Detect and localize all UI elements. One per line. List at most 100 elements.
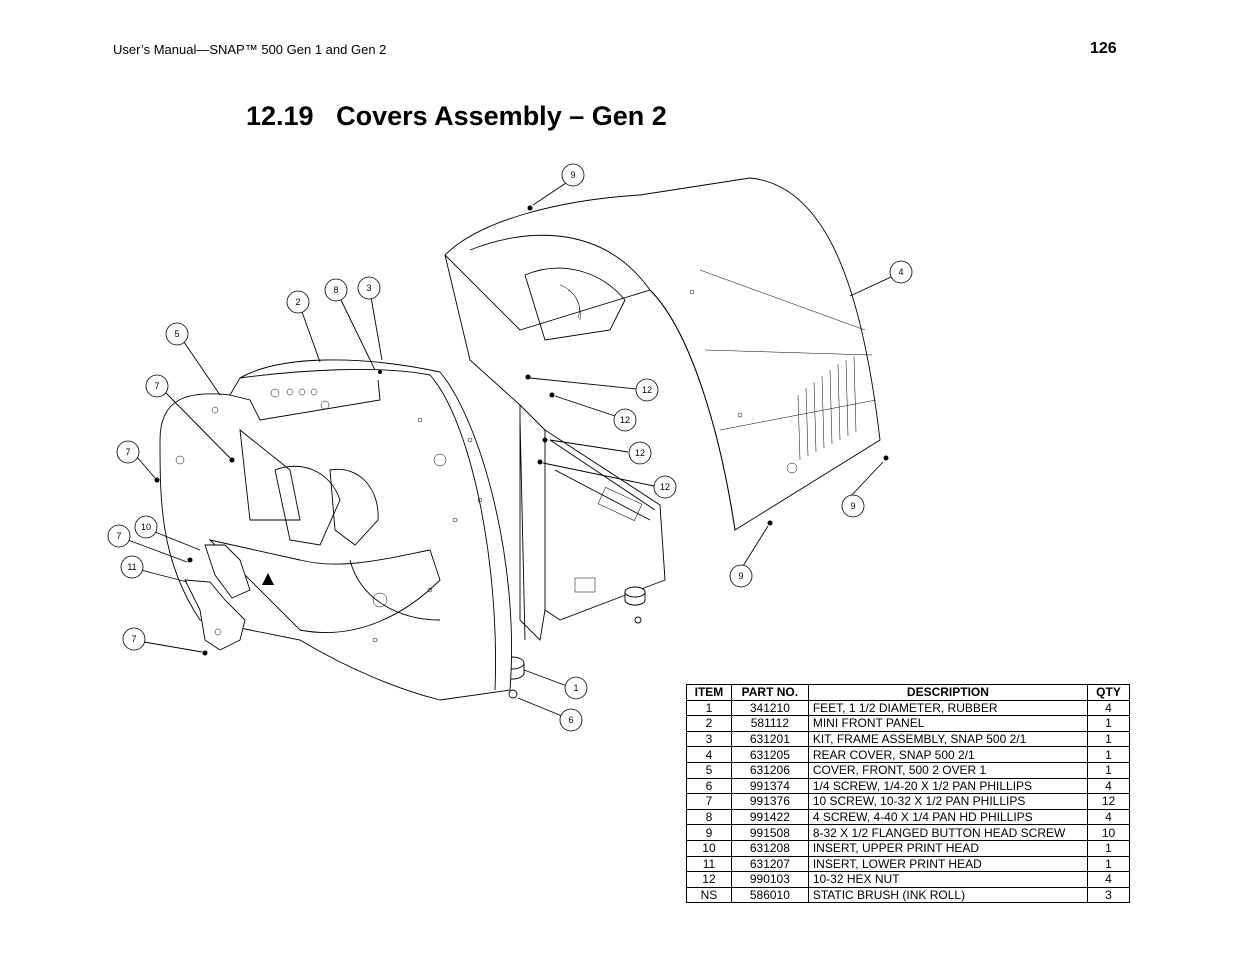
balloon-item-6: 6 [559, 708, 583, 732]
description-cell: COVER, FRONT, 500 2 OVER 1 [807, 761, 1089, 779]
description-cell: KIT, FRAME ASSEMBLY, SNAP 500 2/1 [807, 730, 1089, 748]
qty-cell: 12 [1087, 793, 1130, 810]
balloon-label: 12 [660, 482, 670, 492]
description-cell: INSERT, LOWER PRINT HEAD [807, 855, 1089, 873]
balloon-item-7: 7 [116, 440, 140, 464]
section-heading: 12.19 Covers Assembly – Gen 2 [246, 101, 667, 132]
balloon-item-12: 12 [628, 441, 652, 465]
qty-cell: 4 [1087, 871, 1130, 888]
print-head-insert-part [184, 544, 251, 651]
balloon-label: 11 [127, 562, 136, 572]
balloon-label: 7 [116, 531, 121, 541]
balloon-item-9: 9 [729, 564, 753, 588]
item-cell: 8 [686, 808, 732, 826]
column-header-part-no: PART NO. [730, 684, 809, 701]
balloon-label: 3 [366, 283, 371, 293]
balloon-item-9: 9 [841, 494, 865, 518]
balloon-label: 4 [898, 267, 903, 277]
balloon-item-9: 9 [561, 163, 585, 187]
part-no-cell: 586010 [730, 886, 809, 904]
balloon-label: 9 [850, 501, 855, 511]
description-cell: REAR COVER, SNAP 500 2/1 [807, 746, 1089, 763]
balloon-label: 10 [141, 522, 151, 532]
description-cell: 10-32 HEX NUT [807, 871, 1089, 888]
description-cell: 4 SCREW, 4-40 X 1/4 PAN HD PHILLIPS [807, 808, 1089, 826]
qty-cell: 3 [1087, 886, 1130, 904]
item-cell: NS [686, 886, 732, 904]
qty-cell: 1 [1087, 761, 1130, 779]
part-no-cell: 631207 [730, 855, 809, 873]
vent-slots [797, 355, 857, 461]
balloon-item-7: 7 [145, 374, 169, 398]
manual-title: User’s Manual—SNAP™ 500 Gen 1 and Gen 2 [113, 42, 387, 57]
qty-cell: 1 [1087, 730, 1130, 748]
balloon-label: 5 [174, 329, 179, 339]
balloon-label: 9 [738, 571, 743, 581]
column-header-item: ITEM [686, 684, 732, 701]
balloon-item-5: 5 [165, 322, 189, 346]
section-title: Covers Assembly – Gen 2 [336, 101, 667, 131]
qty-cell: 1 [1087, 839, 1130, 857]
balloon-label: 7 [131, 634, 136, 644]
item-cell: 10 [686, 839, 732, 857]
qty-cell: 1 [1087, 715, 1130, 732]
part-no-cell: 341210 [730, 699, 809, 717]
balloon-item-10: 10 [134, 515, 158, 539]
description-cell: 1/4 SCREW, 1/4-20 X 1/2 PAN PHILLIPS [807, 777, 1089, 795]
qty-cell: 10 [1087, 824, 1130, 841]
screw-markers [154, 205, 889, 656]
item-cell: 3 [686, 730, 732, 748]
balloon-item-3: 3 [357, 276, 381, 300]
balloon-label: 7 [154, 381, 159, 391]
balloon-item-2: 2 [286, 290, 310, 314]
description-cell: 8-32 X 1/2 FLANGED BUTTON HEAD SCREW [807, 824, 1089, 841]
item-cell: 2 [686, 715, 732, 732]
balloon-item-11: 11 [120, 555, 144, 579]
balloon-label: 2 [295, 297, 300, 307]
description-cell: MINI FRONT PANEL [807, 715, 1089, 732]
item-cell: 9 [686, 824, 732, 841]
frame-assembly-part [475, 403, 666, 641]
item-cell: 12 [686, 871, 732, 888]
rear-cover-part [444, 177, 881, 531]
balloon-label: 12 [635, 448, 645, 458]
balloon-label: 1 [573, 683, 578, 693]
item-cell: 1 [686, 699, 732, 717]
balloon-item-4: 4 [889, 260, 913, 284]
balloon-item-12: 12 [613, 408, 637, 432]
part-no-cell: 991508 [730, 824, 809, 841]
qty-cell: 1 [1087, 855, 1130, 873]
item-cell: 7 [686, 793, 732, 810]
qty-cell: 4 [1087, 699, 1130, 717]
item-cell: 6 [686, 777, 732, 795]
description-cell: STATIC BRUSH (INK ROLL) [807, 886, 1089, 904]
balloon-label: 12 [642, 385, 652, 395]
page-number: 126 [1090, 40, 1117, 57]
front-cover-part [159, 359, 513, 701]
part-no-cell: 581112 [730, 715, 809, 732]
balloon-item-7: 7 [122, 627, 146, 651]
balloon-label: 7 [125, 447, 130, 457]
description-cell: FEET, 1 1/2 DIAMETER, RUBBER [807, 699, 1089, 717]
leader-lines [127, 182, 892, 717]
balloon-item-7: 7 [107, 524, 131, 548]
balloon-item-1: 1 [564, 676, 588, 700]
qty-cell: 4 [1087, 777, 1130, 795]
part-no-cell: 990103 [730, 871, 809, 888]
part-no-cell: 991422 [730, 808, 809, 826]
balloon-item-12: 12 [635, 378, 659, 402]
